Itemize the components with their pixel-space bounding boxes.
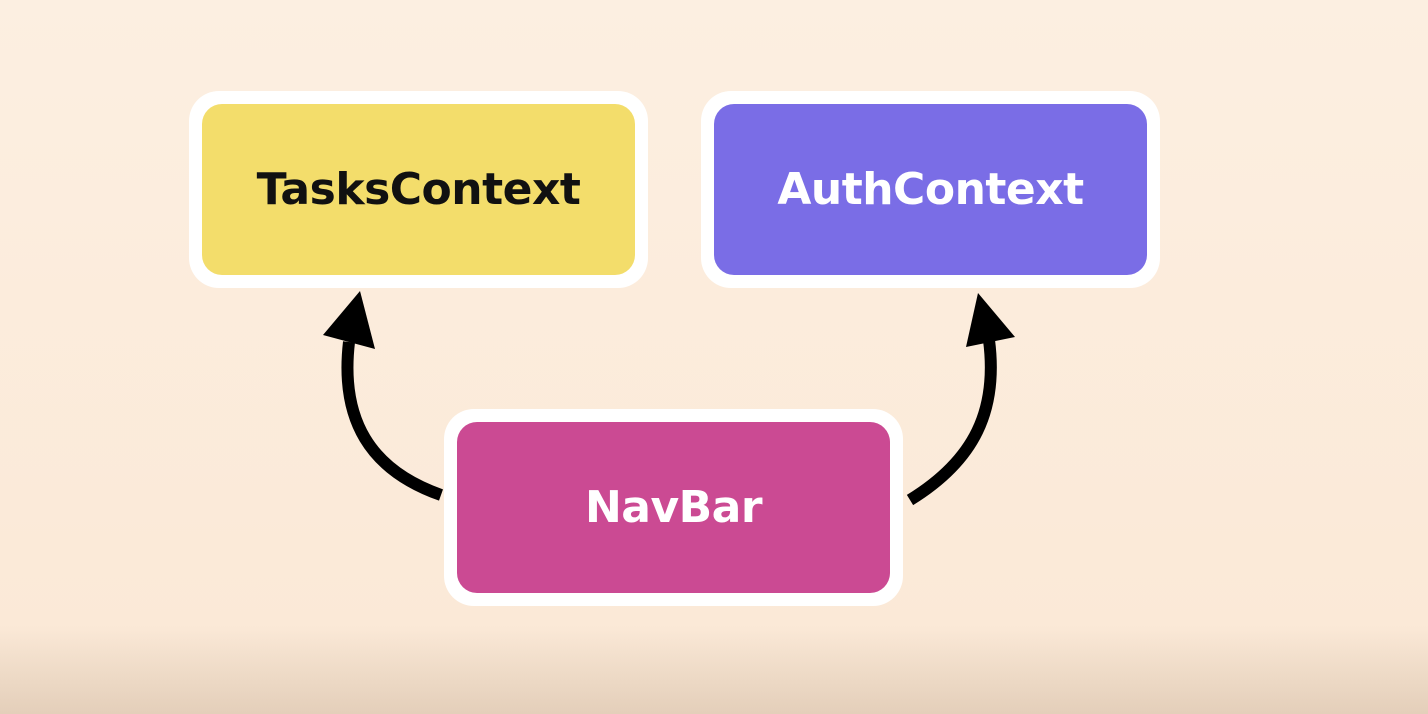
node-navbar-fill: NavBar xyxy=(457,422,890,593)
node-auth-context: AuthContext xyxy=(701,91,1160,288)
arrowhead-auth xyxy=(966,293,1015,347)
arrow-navbar-to-tasks xyxy=(341,341,443,501)
arrowhead-tasks xyxy=(323,291,375,349)
node-tasks-label: TasksContext xyxy=(256,164,581,215)
arrow-navbar-to-auth xyxy=(906,339,997,506)
node-navbar: NavBar xyxy=(444,409,903,606)
node-auth-fill: AuthContext xyxy=(714,104,1147,275)
node-tasks-fill: TasksContext xyxy=(202,104,635,275)
node-tasks-context: TasksContext xyxy=(189,91,648,288)
node-auth-label: AuthContext xyxy=(777,164,1084,215)
node-navbar-label: NavBar xyxy=(584,482,763,533)
